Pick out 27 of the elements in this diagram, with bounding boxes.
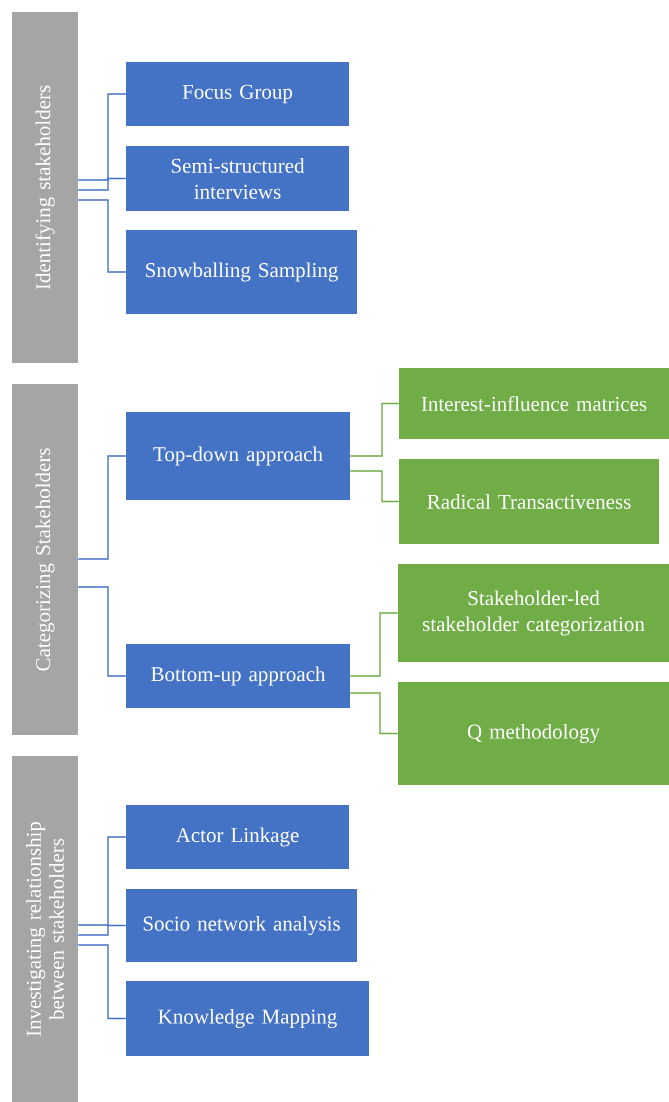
bracket-connector <box>77 177 127 191</box>
method-box: Actor Linkage <box>126 805 349 869</box>
category-bar: Identifying stakeholders <box>12 12 78 363</box>
method-box: Knowledge Mapping <box>126 981 369 1056</box>
bracket-connector <box>349 402 400 457</box>
bracket-connector <box>77 455 127 560</box>
bracket-connector <box>77 944 127 1020</box>
category-bar: Investigating relationship between stakeholders <box>12 756 78 1102</box>
method-box: Bottom-up approach <box>126 644 350 708</box>
method-box: Semi-structured interviews <box>126 146 349 211</box>
method-box: Focus Group <box>126 62 349 126</box>
category-bar: Categorizing Stakeholders <box>12 384 78 735</box>
bracket-connector <box>77 586 127 677</box>
method-box: Snowballing Sampling <box>126 230 357 314</box>
technique-box: Interest-influence matrices <box>399 368 669 439</box>
bracket-connector <box>77 93 127 181</box>
bracket-connector <box>349 692 399 735</box>
bracket-connector <box>349 612 399 677</box>
method-box: Top-down approach <box>126 412 350 500</box>
technique-box: Q methodology <box>398 682 669 785</box>
technique-box: Radical Transactiveness <box>399 459 659 544</box>
bracket-connector <box>77 199 127 273</box>
bracket-connector <box>349 470 400 503</box>
bracket-connector <box>77 836 127 926</box>
method-box: Socio network analysis <box>126 889 357 962</box>
technique-box: Stakeholder-led stakeholder categorization <box>398 564 669 662</box>
bracket-connector <box>77 924 127 936</box>
